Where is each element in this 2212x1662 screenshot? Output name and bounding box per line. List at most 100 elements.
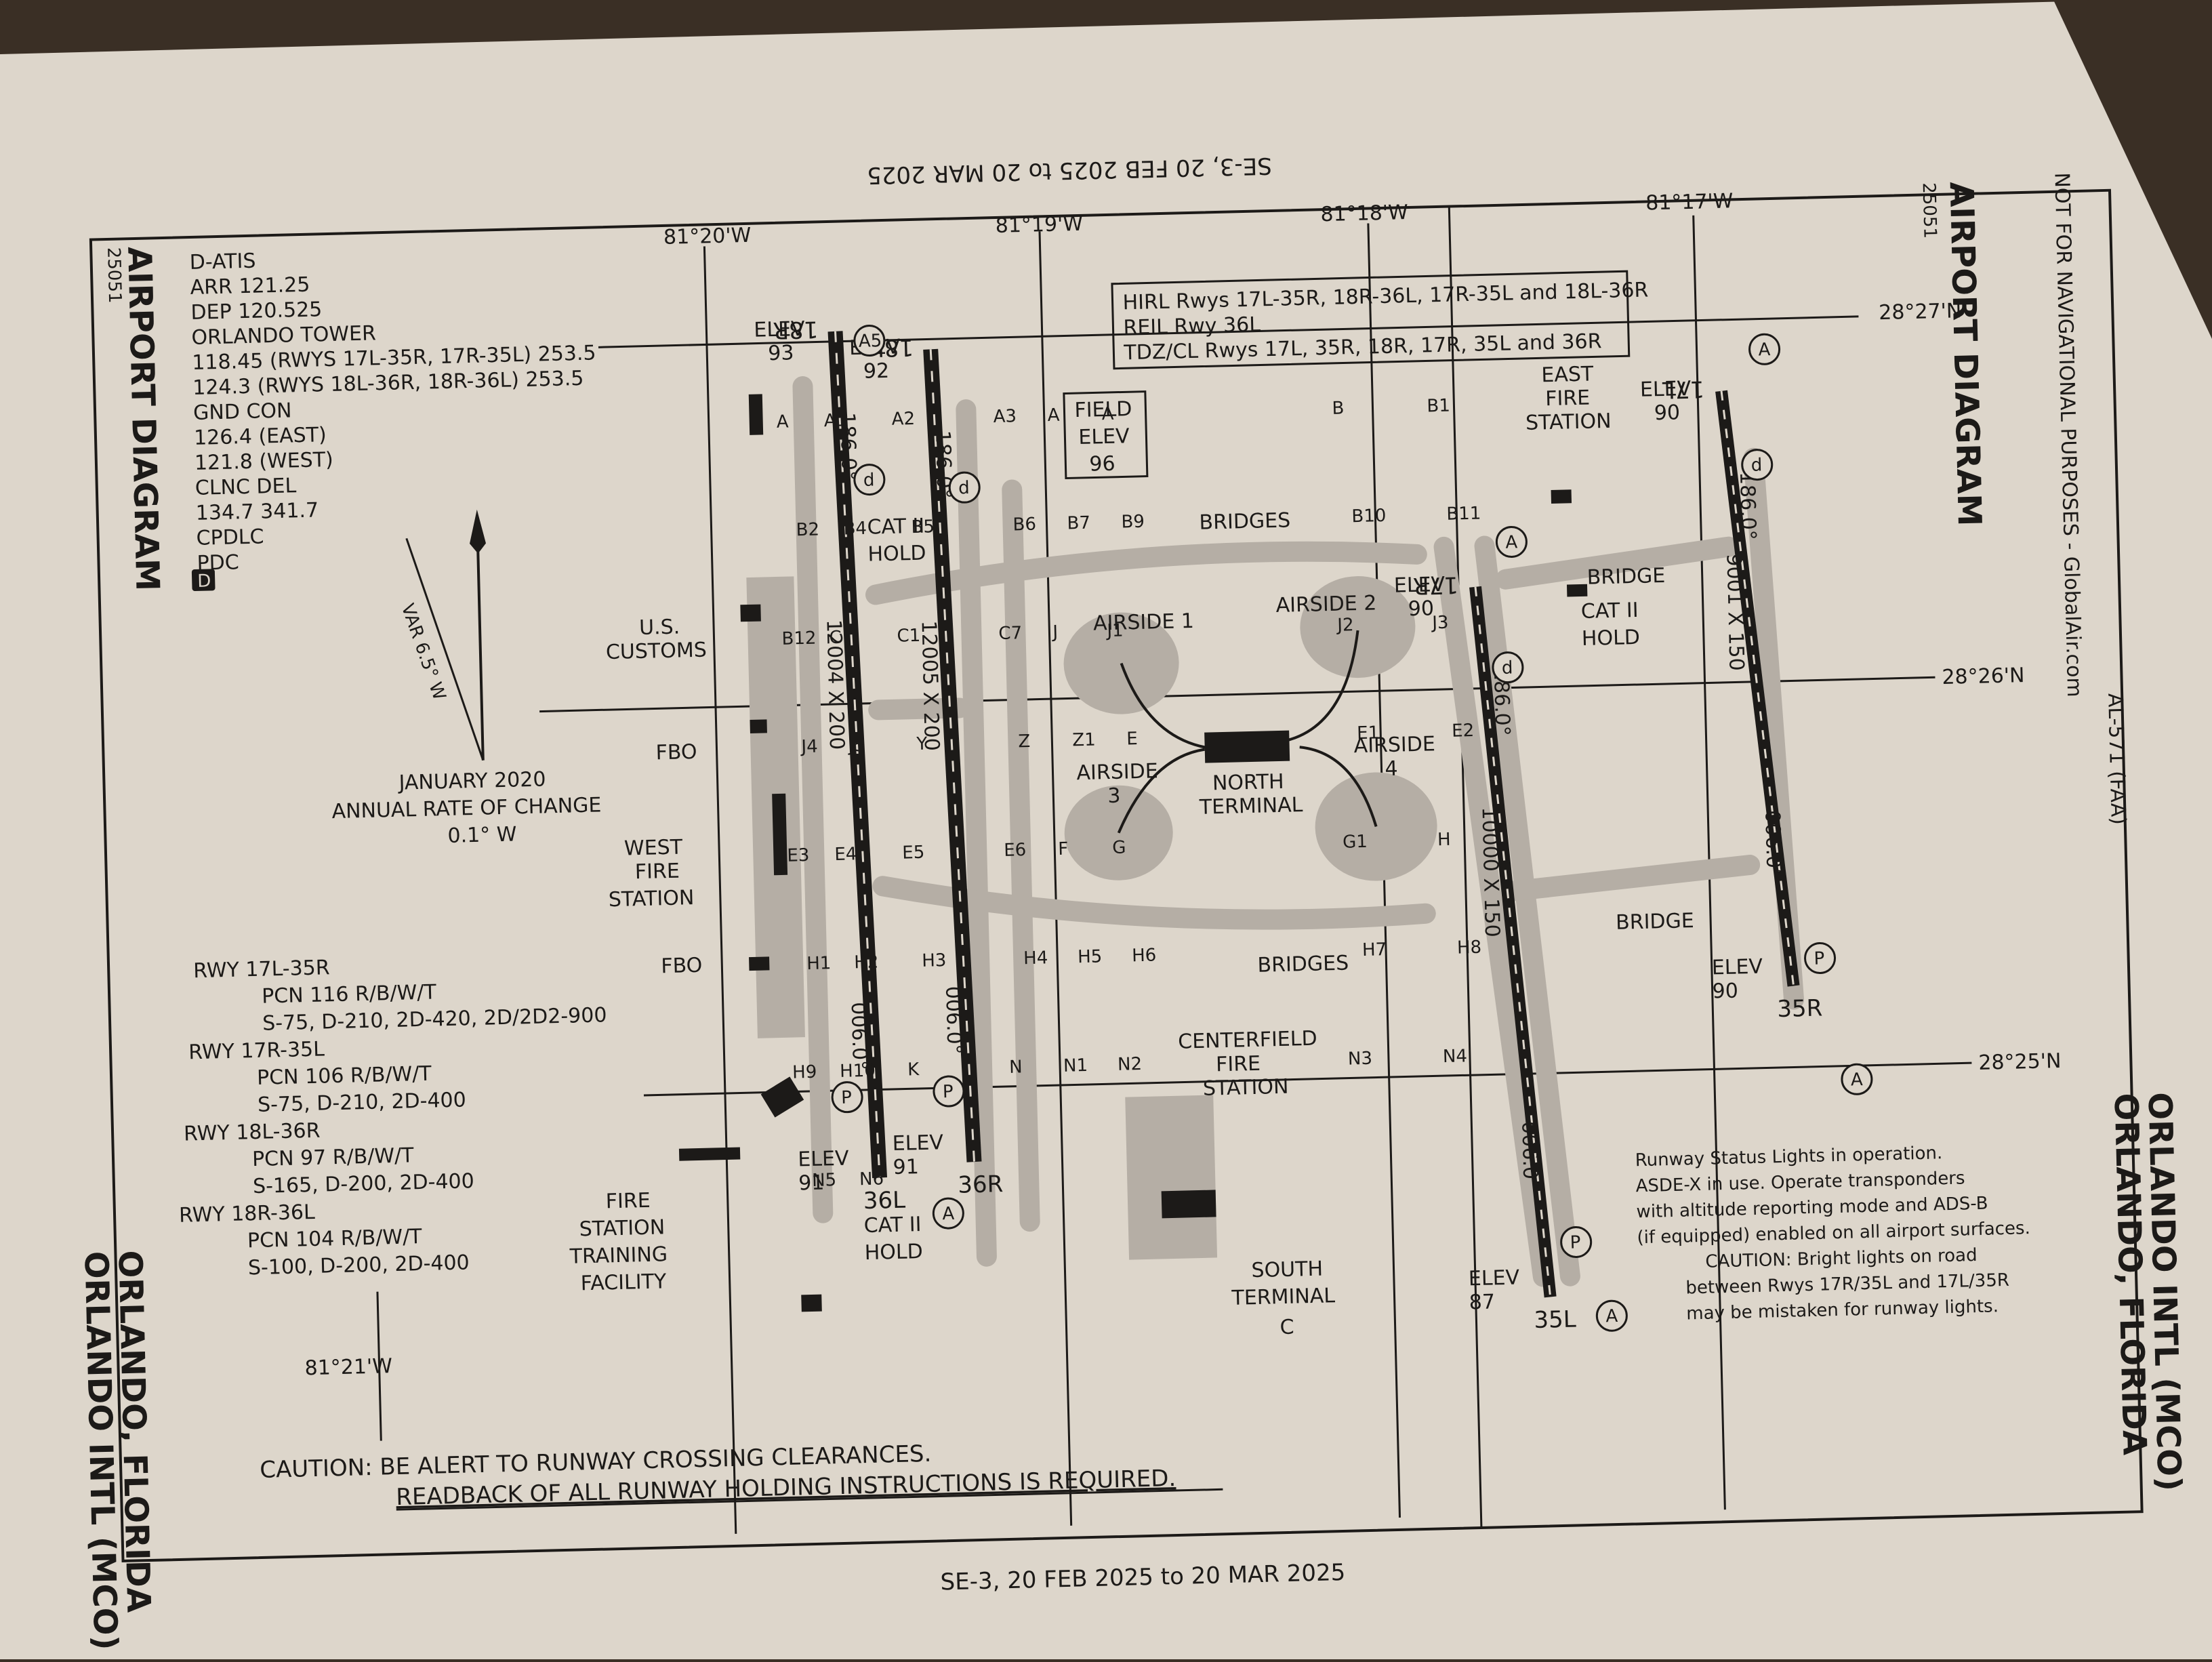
taxiway-label-c1: C1 bbox=[897, 626, 920, 647]
taxiway-label-b9: B9 bbox=[1121, 512, 1145, 533]
procedure-id: AL-571 (FAA) bbox=[2103, 693, 2130, 825]
runway-heading-n-18r-36l: 186.0° bbox=[835, 412, 860, 481]
symbol-label: P bbox=[1814, 948, 1824, 969]
lon-19w: 81°19'W bbox=[995, 212, 1083, 238]
field-elev-1: FIELD bbox=[1074, 397, 1132, 422]
facility-label-east-fire: EAST bbox=[1541, 362, 1594, 387]
taxiway-label-y: Y bbox=[916, 734, 928, 754]
runway-elev-n-value: 92 bbox=[863, 359, 890, 384]
facility-label-fire-training: FACILITY bbox=[580, 1270, 667, 1295]
taxiway-label-e4: E4 bbox=[834, 844, 857, 865]
facility-label-east-fire: FIRE bbox=[1545, 386, 1591, 411]
runway-18l-36r bbox=[923, 348, 982, 1162]
taxiway-label-h5: H5 bbox=[1078, 946, 1103, 967]
lat-25n: 28°25'N bbox=[1978, 1049, 2062, 1075]
runway-17l-35r bbox=[1715, 390, 1800, 987]
field-elev-2: ELEV bbox=[1078, 424, 1130, 449]
runway-status-light-icon bbox=[1741, 449, 1774, 481]
facility-label-airside1: AIRSIDE 1 bbox=[1093, 609, 1195, 636]
code-left: 25051 bbox=[103, 247, 125, 303]
runway-end-label-36l: 36L bbox=[863, 1187, 905, 1215]
people-movers bbox=[1117, 630, 1378, 834]
taxiway-label-e3: E3 bbox=[787, 845, 810, 866]
runway-status-light-icon bbox=[1492, 651, 1524, 684]
taxiway-label-j1: J1 bbox=[1105, 621, 1124, 642]
runway-elev-n-label: ELEV bbox=[754, 317, 805, 342]
facility-label-north-terminal: NORTH bbox=[1212, 770, 1284, 796]
taxiway-label-n1: N1 bbox=[1063, 1055, 1088, 1076]
runway-elev-s-label: ELEV bbox=[798, 1147, 849, 1172]
pcn-runway: RWY 18R-36L bbox=[179, 1200, 316, 1228]
runway-elev-s-value: 87 bbox=[1469, 1290, 1495, 1314]
asde-hot-spot-icon bbox=[932, 1197, 964, 1230]
taxiway-label-h1: H1 bbox=[806, 953, 832, 974]
runway-elev-s-value: 90 bbox=[1712, 979, 1738, 1004]
pcn-value: PCN 97 R/B/W/T bbox=[252, 1143, 415, 1171]
facility-label-airside3: AIRSIDE bbox=[1076, 759, 1158, 785]
taxiway-label-b2: B2 bbox=[796, 519, 819, 540]
asde-hot-spot-icon bbox=[1841, 1063, 1873, 1095]
taxiway-label-h2: H2 bbox=[854, 952, 879, 973]
taxiway-label-b4: B4 bbox=[843, 519, 867, 540]
buildings bbox=[678, 394, 1588, 1312]
field-elev-box bbox=[1063, 390, 1149, 480]
frequency-line: CPDLC bbox=[196, 525, 264, 550]
runway-heading-s-17l-35r: 006.0° bbox=[1760, 810, 1785, 879]
taxiway-label-h9: H9 bbox=[792, 1062, 817, 1083]
facility-label-fbo: FBO bbox=[661, 954, 703, 978]
pcn-value: PCN 116 R/B/W/T bbox=[262, 980, 437, 1008]
taxiway-label-e5: E5 bbox=[902, 843, 925, 864]
runway-elev-n-value: 90 bbox=[1654, 401, 1680, 425]
true-north-arrowhead-icon bbox=[470, 509, 486, 554]
facility-label-us-customs: CUSTOMS bbox=[606, 639, 708, 665]
datalink-badge-label: D bbox=[197, 571, 211, 591]
facility-label-south-terminal: SOUTH bbox=[1251, 1257, 1323, 1283]
frequency-line: 126.4 (EAST) bbox=[194, 423, 327, 450]
taxiway-label-g: G bbox=[1112, 838, 1126, 858]
runway-dimensions-17r-35l: 10000 X 150 bbox=[1477, 807, 1504, 937]
facility-label-centerfield-fire: STATION bbox=[1203, 1075, 1289, 1101]
facility-label-bridge: BRIDGE bbox=[1616, 909, 1694, 935]
facility-label-centerfield-fire: FIRE bbox=[1216, 1052, 1261, 1077]
facility-label-airside3: 3 bbox=[1107, 784, 1121, 808]
magnetic-north-arrow bbox=[405, 538, 485, 761]
taxiway-label-h8: H8 bbox=[1457, 937, 1482, 958]
facility-label-cat2-hold: CAT II bbox=[1581, 599, 1639, 624]
frequency-line: GND CON bbox=[193, 399, 292, 425]
runway-end-label-35l: 35L bbox=[1534, 1305, 1576, 1334]
symbol-label: P bbox=[1570, 1232, 1580, 1253]
pattern-symbol-icon bbox=[1804, 942, 1837, 975]
taxiway-label-e: E bbox=[1126, 729, 1138, 749]
taxiway-label-e6: E6 bbox=[1004, 840, 1027, 861]
taxiway-label-z: Z bbox=[1018, 731, 1031, 752]
taxiway-label-a3: A3 bbox=[993, 406, 1017, 427]
taxiway-label-j2: J2 bbox=[1336, 615, 1354, 636]
facility-label-east-fire: STATION bbox=[1525, 409, 1612, 435]
pcn-loads: S-75, D-210, 2D-400 bbox=[258, 1088, 466, 1117]
facility-label-cat2-hold: HOLD bbox=[864, 1240, 923, 1265]
taxiway-label-n5: N5 bbox=[812, 1170, 837, 1191]
taxiway-label-a: A bbox=[1047, 405, 1060, 426]
lon-18w: 81°18'W bbox=[1320, 201, 1408, 226]
taxiway-label-k: K bbox=[907, 1059, 920, 1080]
facility-label-centerfield-fire: CENTERFIELD bbox=[1178, 1027, 1317, 1054]
pcn-value: PCN 104 R/B/W/T bbox=[247, 1225, 423, 1253]
symbol-label: d bbox=[1502, 657, 1513, 678]
frame-divider bbox=[1448, 206, 1483, 1528]
runway-18r-36l bbox=[827, 331, 888, 1179]
facility-label-cat2-hold: CAT II bbox=[863, 1213, 922, 1238]
symbol-label: P bbox=[943, 1082, 954, 1102]
symbol-label: d bbox=[863, 470, 875, 490]
runway-end-label-17l: 17L bbox=[1662, 375, 1704, 403]
taxiway-label-b: B bbox=[1332, 398, 1345, 418]
taxiway-label-j4: J4 bbox=[800, 737, 818, 758]
diagram-frame bbox=[89, 188, 2144, 1563]
taxiway-label-a2: A2 bbox=[891, 409, 915, 430]
lon-17w: 81°17'W bbox=[1645, 189, 1734, 215]
symbol-label: A bbox=[1605, 1306, 1618, 1326]
taxiway-label-c7: C7 bbox=[998, 623, 1022, 644]
runway-status-light-icon bbox=[853, 464, 886, 496]
taxiway-label-h3: H3 bbox=[922, 950, 947, 971]
north-terminal-building bbox=[1204, 730, 1290, 763]
